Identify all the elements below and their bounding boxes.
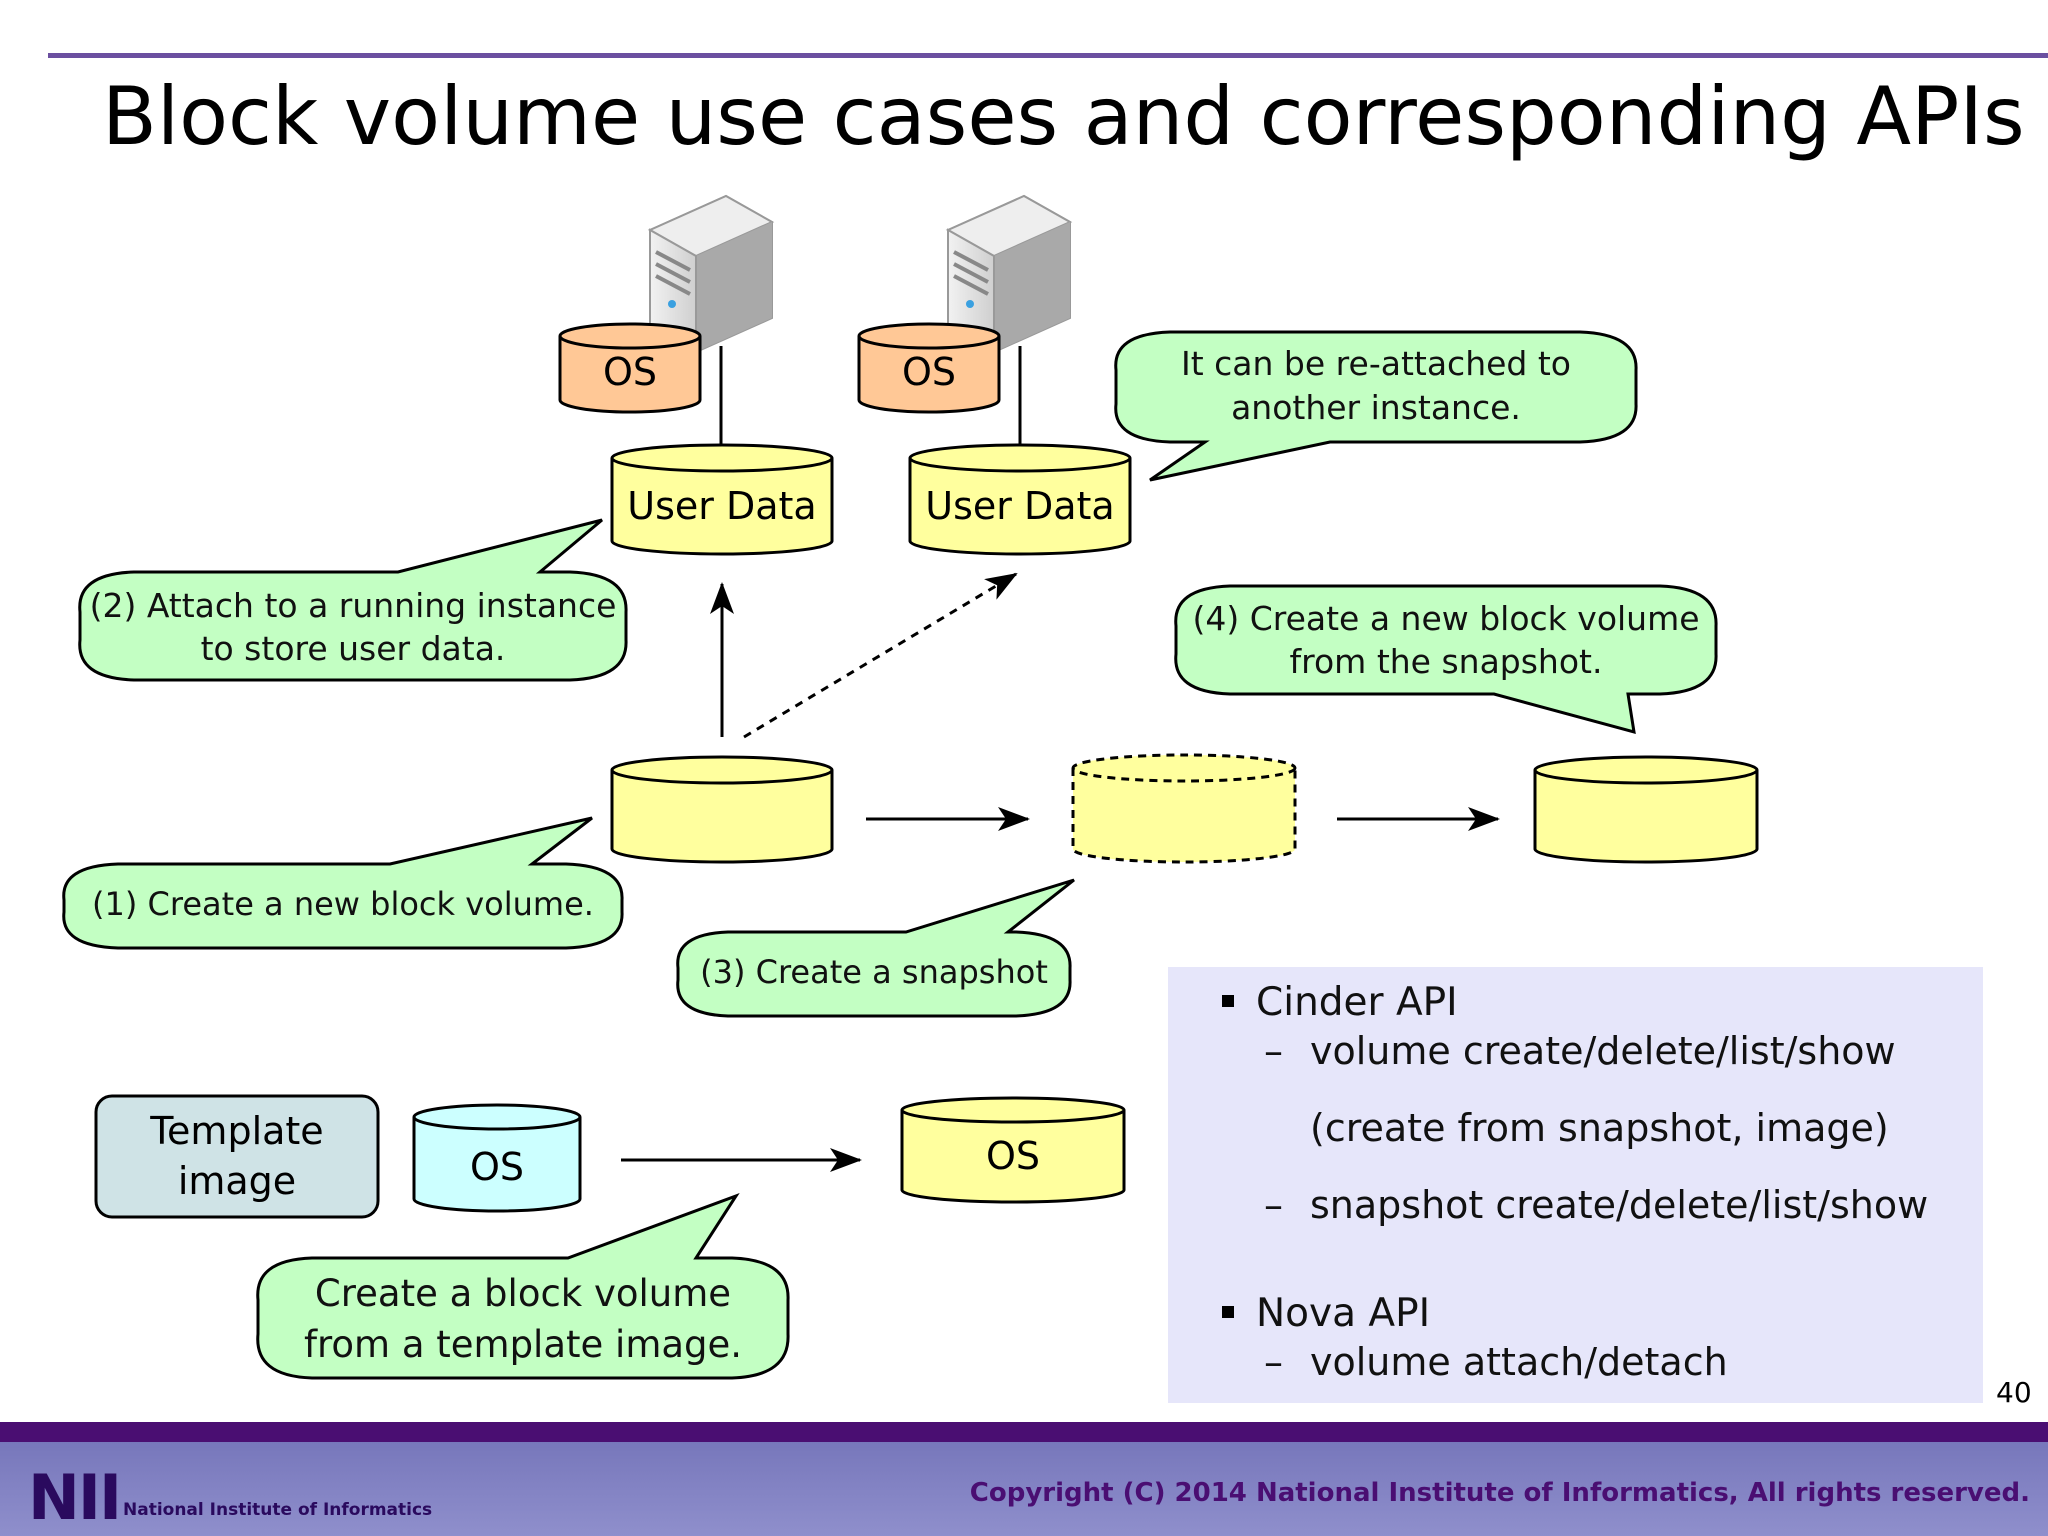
bullet-square-icon xyxy=(1222,1305,1234,1318)
api-item-note: (create from snapshot, image) xyxy=(1310,1106,1889,1150)
callout-attach xyxy=(78,518,628,682)
os-volume xyxy=(558,322,702,414)
template-os-label: OS xyxy=(469,1145,525,1189)
block-volume-diagram xyxy=(62,194,1759,1380)
callout-reattach xyxy=(1114,330,1638,482)
reattach-arrow xyxy=(743,572,1018,739)
template-image-box xyxy=(94,1094,380,1219)
page-number: 40 xyxy=(1996,1376,2032,1409)
callout-from-template-text: Create a block volume from a template im… xyxy=(303,1272,743,1366)
os-volume xyxy=(857,322,1001,414)
slide-title: Block volume use cases and corresponding… xyxy=(102,70,2025,163)
user-data-volume xyxy=(908,443,1132,556)
api-item: –snapshot create/delete/list/show xyxy=(1264,1183,1929,1227)
server-icon xyxy=(647,194,775,354)
api-group-cinder: Cinder API xyxy=(1222,980,1458,1025)
template-image-label: Template image xyxy=(150,1109,324,1203)
callout-create-from-snapshot xyxy=(1174,584,1718,735)
api-group-nova: Nova API xyxy=(1222,1291,1430,1336)
user-data-label: User Data xyxy=(627,484,817,528)
os-volume-from-template xyxy=(900,1096,1126,1204)
new-block-volume xyxy=(610,755,834,864)
volume-from-snapshot xyxy=(1533,755,1759,864)
api-item: –volume attach/detach xyxy=(1264,1340,1728,1384)
callout-attach-text: (2) Attach to a running instance to stor… xyxy=(89,586,617,668)
snapshot-volume xyxy=(1071,753,1297,864)
copyright-notice: Copyright (C) 2014 National Institute of… xyxy=(969,1478,2030,1508)
user-data-label: User Data xyxy=(925,484,1115,528)
api-item: –volume create/delete/list/show xyxy=(1264,1029,1896,1073)
callout-from-template xyxy=(256,1193,790,1380)
footer xyxy=(0,1442,2048,1536)
org-name: National Institute of Informatics xyxy=(123,1500,433,1520)
nii-logo: NII xyxy=(28,1461,122,1534)
callout-create-new-text: (1) Create a new block volume. xyxy=(92,885,594,923)
footer-band xyxy=(0,1422,2048,1442)
user-data-volume xyxy=(610,443,834,556)
bullet-square-icon xyxy=(1222,994,1234,1007)
template-os-volume xyxy=(412,1103,582,1213)
title-rule xyxy=(48,53,2048,58)
server-icon xyxy=(945,194,1073,354)
os-volume-label: OS xyxy=(602,350,658,394)
callout-create-from-snapshot-text: (4) Create a new block volume from the s… xyxy=(1192,599,1700,681)
callout-reattach-text: It can be re-attached to another instanc… xyxy=(1181,344,1571,427)
callout-snapshot-text: (3) Create a snapshot xyxy=(700,953,1048,991)
callout-create-new xyxy=(62,816,624,950)
os-volume-label: OS xyxy=(901,350,957,394)
callout-snapshot xyxy=(676,878,1075,1018)
api-panel xyxy=(1168,967,1983,1403)
template-result-os-label: OS xyxy=(985,1134,1041,1178)
